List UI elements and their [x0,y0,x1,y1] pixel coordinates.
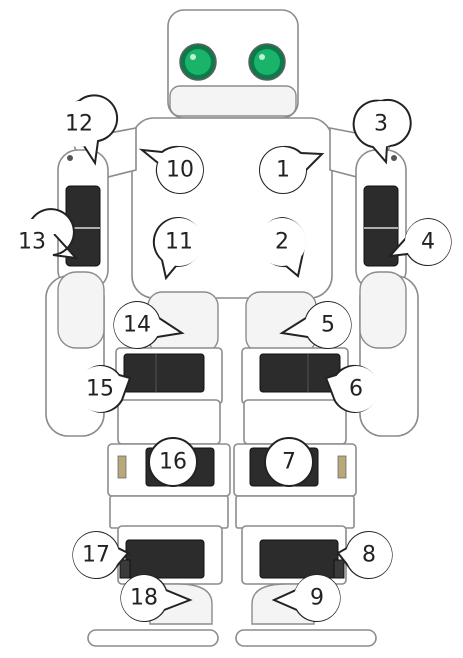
left-hip-servo [124,354,204,392]
callout-label: 18 [130,586,158,611]
callout-label: 11 [165,230,193,255]
robot-head [168,10,298,118]
right-shin [236,496,354,528]
callout-label: 4 [421,230,435,255]
right-elbow [360,272,406,348]
right-hip-servo [260,354,340,392]
left-shin [110,496,228,528]
callout-label: 13 [18,230,46,255]
right-ankle-servo [260,540,338,578]
callout-label: 16 [159,450,187,475]
callout-label: 17 [82,543,110,568]
callout-13: 13 [9,209,76,265]
right-foot [236,630,376,646]
callout-label: 9 [310,586,324,611]
callout-label: 10 [166,158,194,183]
callout-label: 7 [282,450,296,475]
callout-label: 6 [349,377,363,402]
callout-label: 1 [276,158,290,183]
callout-label: 12 [65,112,93,137]
left-eye [180,44,216,80]
left-elbow [58,272,104,348]
right-ankle-cap [334,560,344,578]
callout-label: 5 [321,313,335,338]
callout-label: 3 [374,112,388,137]
callout-label: 8 [362,543,376,568]
callout-16: 16 [149,438,197,486]
left-ankle-cap [120,560,130,578]
robot-torso [132,118,332,298]
callout-7: 7 [265,438,313,486]
left-foot [88,630,218,646]
head-jaw [170,86,296,116]
callout-label: 2 [275,230,289,255]
left-ankle-servo [126,540,204,578]
callout-label: 15 [86,377,114,402]
right-knee-bearing [338,456,346,478]
right-eye [249,44,285,80]
left-knee-bearing [118,456,126,478]
callout-label: 14 [123,313,151,338]
right-thigh-top [244,400,346,444]
